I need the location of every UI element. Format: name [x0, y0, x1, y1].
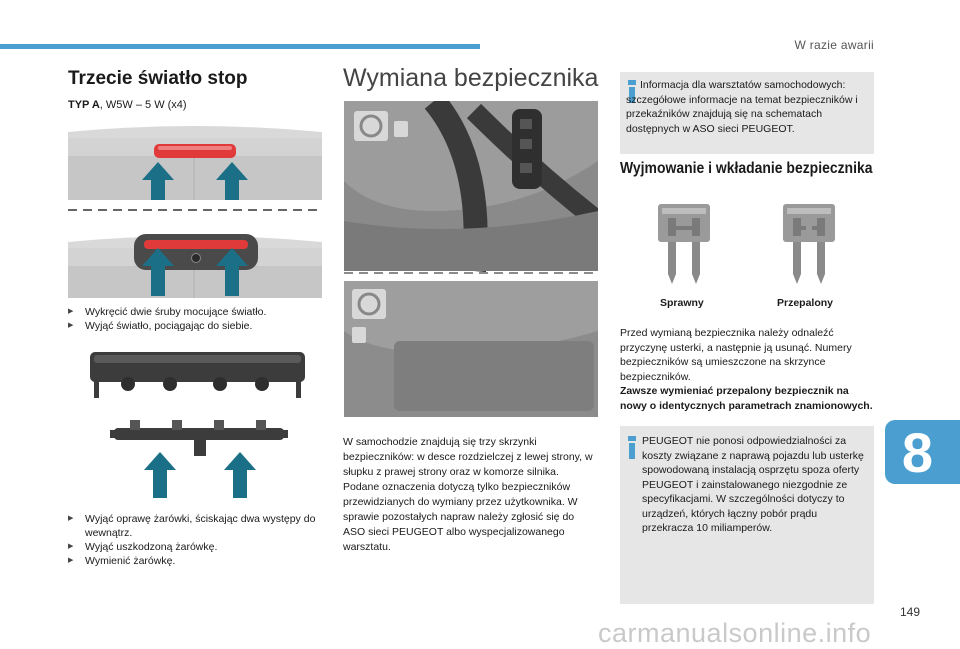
fuse-blown-icon: [783, 204, 835, 284]
workshop-info-box: Informacja dla warsztatów samochodowych:…: [620, 72, 874, 154]
fuse-boxes-paragraph: W samochodzie znajdują się trzy skrzynki…: [343, 436, 593, 553]
workshop-info-text: Informacja dla warsztatów samochodowych:…: [626, 79, 858, 135]
bulb-type-label: TYP A: [68, 99, 100, 111]
dashboard-fuse-box-illustration: [344, 101, 598, 417]
liability-info-text: PEUGEOT nie ponosi odpowiedzialności za …: [642, 435, 864, 534]
watermark: carmanualsonline.info: [598, 618, 872, 648]
fuse-good-icon: [658, 204, 710, 284]
fuse-check-paragraph: Przed wymianą bezpiecznika należy odnale…: [620, 326, 878, 413]
fuse-blown-label: Przepalony: [777, 297, 834, 309]
arrow-up-icon: [216, 248, 248, 296]
list-item: Wyjąć oprawę żarówki, ściskając dwa wyst…: [68, 512, 328, 540]
chapter-tab: 8: [885, 420, 960, 484]
list-item: Wyjąć światło, pociągając do siebie.: [68, 319, 328, 333]
liability-info-box: PEUGEOT nie ponosi odpowiedzialności za …: [620, 426, 874, 604]
steps-list-2: Wyjąć oprawę żarówki, ściskając dwa wyst…: [68, 512, 328, 568]
third-brake-light-title: Trzecie światło stop: [68, 68, 248, 89]
bulb-holder-illustration: [90, 352, 305, 498]
arrow-up-icon: [224, 452, 256, 498]
list-item: Wyjąć uszkodzoną żarówkę.: [68, 540, 328, 554]
arrow-up-icon: [144, 452, 176, 498]
arrow-up-icon: [216, 162, 248, 200]
bulb-type: TYP A, W5W – 5 W (x4): [68, 99, 187, 111]
steps-list-1: Wykręcić dwie śruby mocujące światło. Wy…: [68, 305, 328, 333]
info-icon: [628, 436, 636, 459]
arrow-up-icon: [142, 248, 174, 296]
arrow-up-icon: [142, 162, 174, 200]
bulb-type-spec: , W5W – 5 W (x4): [99, 99, 187, 111]
fuse-good-label: Sprawny: [660, 297, 704, 309]
page-number: 149: [900, 605, 921, 619]
fuse-check-text: Przed wymianą bezpiecznika należy odnale…: [620, 327, 852, 383]
fuse-replacement-title: Wymiana bezpiecznika: [343, 64, 599, 92]
brake-light-removal-illustration: [68, 118, 322, 298]
list-item: Wykręcić dwie śruby mocujące światło.: [68, 305, 328, 319]
info-icon: [628, 80, 636, 103]
fuse-replace-warning: Zawsze wymieniać przepalony bezpiecznik …: [620, 385, 873, 412]
fuse-removal-subtitle: Wyjmowanie i wkładanie bezpiecznika: [620, 160, 873, 177]
section-title: W razie awarii: [794, 38, 874, 52]
top-accent-bar: [0, 44, 480, 49]
list-item: Wymienić żarówkę.: [68, 554, 328, 568]
